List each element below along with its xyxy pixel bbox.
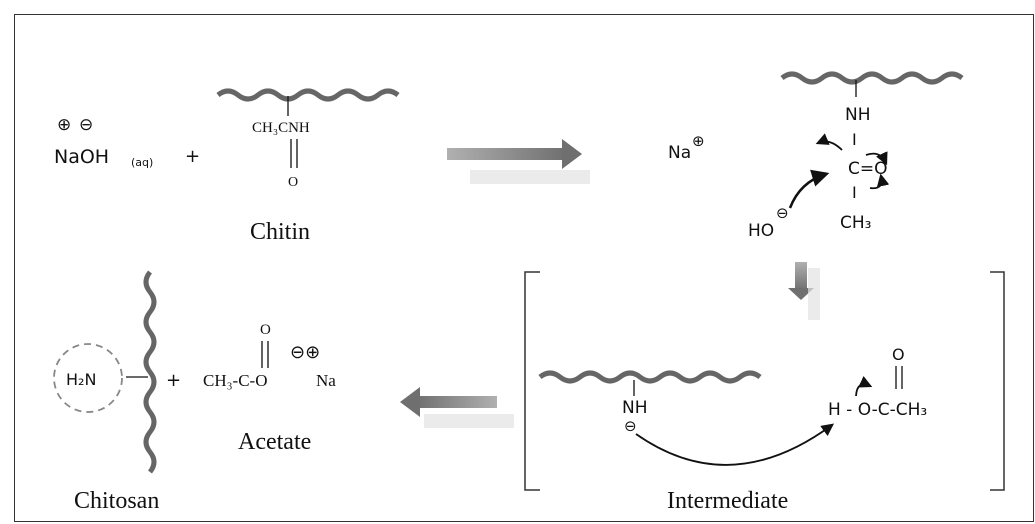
attack-bond-top: I	[852, 130, 857, 149]
amine-highlight-circle	[53, 343, 123, 413]
forward-arrow-head	[562, 139, 582, 169]
hydroxide-attack-arrow	[788, 169, 830, 209]
curly-arrow-oxygen	[869, 173, 890, 190]
down-arrow-head	[788, 288, 814, 300]
attack-polymer-chain	[780, 71, 964, 85]
chitin-polymer-chain	[216, 88, 400, 102]
hydroxide-charge: ⊖	[776, 204, 789, 222]
forward-arrow-shaft	[447, 148, 565, 160]
product-arrow-shadow	[424, 414, 514, 428]
intermediate-n-charge: ⊖	[624, 417, 637, 435]
product-arrow-head	[400, 387, 420, 417]
curly-arrow-carbonyl	[865, 151, 888, 166]
naoh-state: (aq)	[131, 156, 153, 169]
chitosan-polymer-chain	[143, 270, 157, 474]
intermediate-acetyl-group: H - O-C-CH₃	[828, 400, 927, 420]
diagram-frame	[14, 14, 1034, 522]
hydroxide: HO	[748, 221, 774, 241]
attack-nh: NH	[845, 105, 871, 125]
naoh-minus-charge: ⊖	[79, 115, 93, 135]
down-arrow-shaft	[795, 262, 807, 290]
down-arrow-shadow	[808, 268, 820, 320]
attack-methyl: CH₃	[840, 213, 871, 233]
sodium-ion: Na	[668, 143, 691, 163]
intermediate-curly-arrow	[855, 376, 873, 397]
chitin-side-group: CH₃CNH	[252, 120, 310, 136]
intermediate-acetyl-oxygen: O	[892, 345, 905, 364]
reactant-plus-sign: +	[185, 146, 200, 167]
intermediate-right-bracket	[990, 271, 1005, 491]
intermediate-left-bracket	[524, 271, 540, 491]
attack-bond-bottom: I	[852, 183, 857, 202]
curly-arrow-nh	[815, 133, 843, 151]
product-arrow-shaft	[417, 396, 497, 408]
acetate-oxygen: O	[260, 322, 271, 338]
acetate-label: Acetate	[238, 429, 311, 455]
naoh-formula: NaOH	[54, 146, 109, 168]
sodium-charge: ⊕	[692, 132, 705, 150]
product-plus-sign: +	[166, 370, 181, 391]
acetate-sodium: Na	[316, 371, 336, 390]
acetate-formula: CH₃-C-O	[203, 371, 267, 390]
chitin-oxygen: O	[288, 175, 298, 190]
chitosan-amine: H₂N	[66, 370, 96, 389]
intermediate-transfer-arrow	[635, 423, 835, 466]
intermediate-nh: NH	[622, 398, 648, 418]
intermediate-polymer-chain	[538, 370, 762, 384]
chitin-label: Chitin	[250, 219, 310, 245]
forward-arrow-shadow	[470, 170, 590, 184]
chitosan-label: Chitosan	[74, 488, 159, 514]
naoh-plus-charge: ⊕	[57, 115, 71, 135]
acetate-charges: ⊖⊕	[290, 342, 320, 363]
intermediate-label: Intermediate	[667, 488, 788, 514]
